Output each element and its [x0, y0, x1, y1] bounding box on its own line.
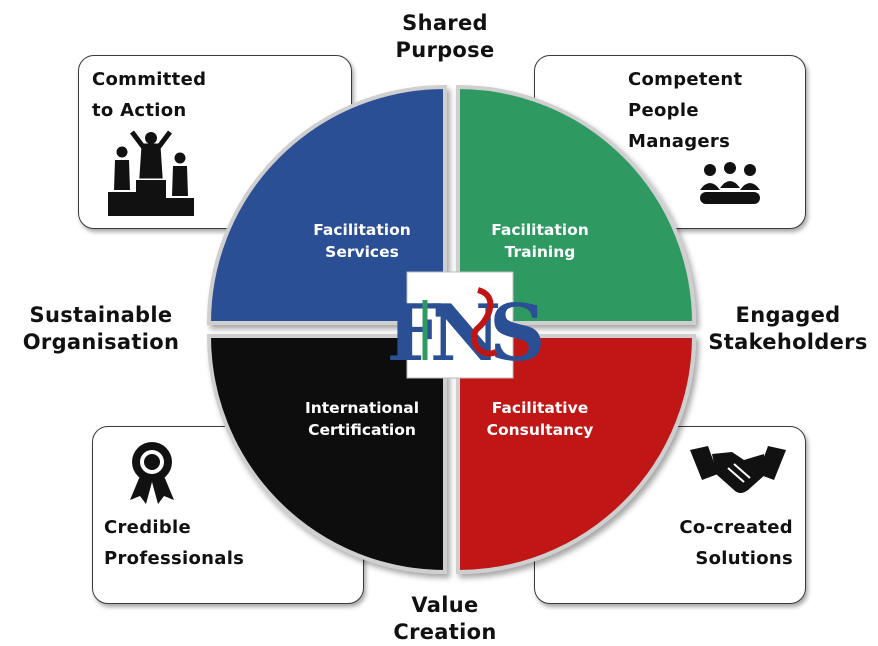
quadrant-facilitation-services [206, 84, 447, 325]
quadrant-label-services-line2: Services [325, 243, 399, 261]
quadrant-label-training-line1: Facilitation [491, 221, 589, 239]
fns-logo: FNS [386, 271, 553, 379]
box-text-credible-professionals: Credible Professionals [104, 517, 245, 569]
fns-logo-text: FNS [386, 288, 541, 379]
quadrant-label-training-line2: Training [505, 243, 576, 261]
quadrant-label-certification-line2: Certification [308, 421, 416, 439]
box-text-committed-to-action: Committed to Action [92, 69, 207, 121]
quadrant-label-consultancy-line2: Consultancy [487, 421, 594, 439]
quadrant-facilitative-consultancy [456, 334, 697, 575]
box-text-co-created-solutions: Co-created Solutions [679, 517, 793, 569]
label-engaged-stakeholders: Engaged Stakeholders [708, 303, 868, 354]
quadrant-label-certification-line1: International [305, 399, 419, 417]
box-text-competent-people-managers: Competent People Managers [628, 69, 743, 152]
handshake-icon [690, 446, 786, 493]
quadrant-label-services-line1: Facilitation [313, 221, 411, 239]
group-meeting-icon [700, 162, 760, 204]
label-value-creation: Value Creation [393, 593, 497, 644]
quadrant-international-certification [206, 334, 447, 575]
quadrant-label-consultancy-line1: Facilitative [492, 399, 588, 417]
podium-icon [108, 130, 194, 216]
award-ribbon-icon [130, 442, 174, 504]
label-shared-purpose: Shared Purpose [395, 11, 495, 62]
quadrant-facilitation-training [456, 84, 697, 325]
label-sustainable-organisation: Sustainable Organisation [22, 303, 180, 354]
